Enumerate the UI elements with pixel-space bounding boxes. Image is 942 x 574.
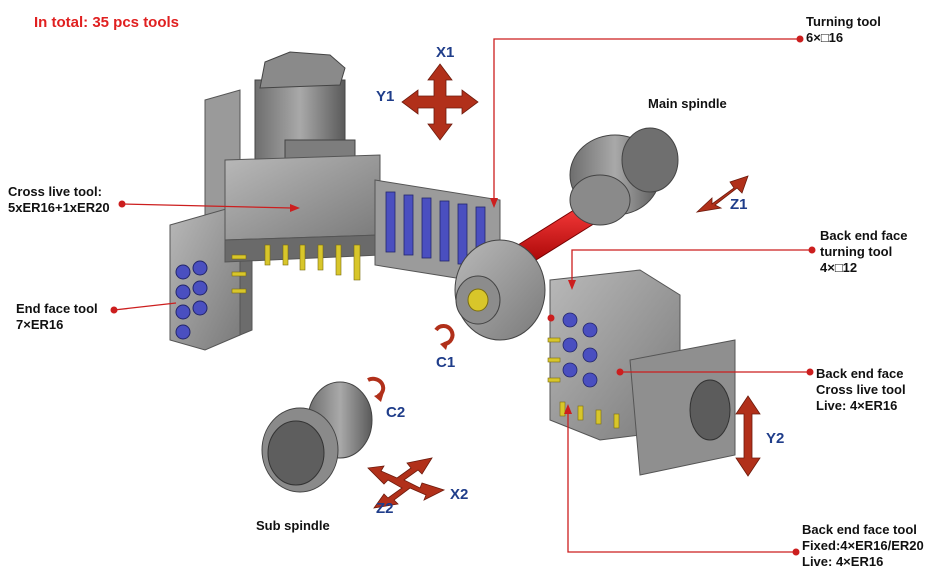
axis-x2: X2 [450, 486, 469, 503]
label-cross-live-tool-spec: 5xER16+1xER20 [8, 200, 110, 215]
axis-c2: C2 [386, 404, 406, 421]
label-turning-tool: Turning tool 6×□16 [806, 14, 881, 46]
label-end-face-tool-spec: 7×ER16 [16, 317, 64, 332]
axis-z1: Z1 [730, 196, 748, 213]
label-back-end-face-tool-l1: Back end face tool [802, 522, 917, 537]
axis-z2: Z2 [376, 500, 394, 517]
label-back-end-face-turning: Back end face turning tool 4×□12 [820, 228, 907, 276]
c1-rotation-icon [434, 324, 455, 350]
label-back-end-face-cross: Back end face Cross live tool Live: 4×ER… [816, 366, 906, 414]
label-end-face-tool: End face tool 7×ER16 [16, 301, 98, 333]
label-sub-spindle-name: Sub spindle [256, 518, 330, 533]
label-cross-live-tool: Cross live tool: 5xER16+1xER20 [8, 184, 110, 216]
x2-z2-arrow [367, 457, 446, 509]
c2-rotation-icon [367, 376, 386, 402]
z1-arrow [695, 175, 749, 213]
label-back-end-face-cross-spec: Live: 4×ER16 [816, 398, 898, 413]
label-turning-tool-spec: 6×□16 [806, 30, 844, 45]
callout-turning-tool [493, 38, 800, 200]
axis-y1: Y1 [376, 88, 395, 105]
callout-arrowheads [290, 198, 576, 414]
motion-arrows [367, 63, 761, 509]
callout-cross-live [121, 203, 293, 209]
sub-spindle [261, 381, 373, 493]
callout-back-turning [571, 249, 812, 280]
label-main-spindle: Main spindle [648, 96, 727, 112]
callout-lines [113, 38, 812, 553]
main-spindle [509, 127, 679, 271]
label-back-end-face-cross-l1: Back end face [816, 366, 904, 381]
label-sub-spindle: Sub spindle [256, 518, 330, 534]
axis-x1: X1 [436, 44, 455, 61]
label-cross-live-tool-name: Cross live tool: [8, 184, 102, 199]
axis-y2: Y2 [766, 430, 785, 447]
label-back-end-face-tool-fixed: Fixed:4×ER16/ER20 [802, 538, 924, 553]
label-main-spindle-name: Main spindle [648, 96, 727, 111]
callout-end-face [113, 302, 177, 311]
x1-y1-arrow [401, 63, 479, 141]
back-end-tool-block [547, 269, 736, 476]
label-end-face-tool-name: End face tool [16, 301, 98, 316]
total-tools-title: In total: 35 pcs tools [34, 14, 180, 31]
axis-c1: C1 [436, 354, 456, 371]
label-back-end-face-turning-l2: turning tool [820, 244, 893, 259]
callout-dots [110, 35, 816, 556]
tool-carrier-body [224, 154, 381, 294]
label-back-end-face-tool: Back end face tool Fixed:4×ER16/ER20 Liv… [802, 522, 924, 570]
label-turning-tool-name: Turning tool [806, 14, 881, 29]
label-back-end-face-turning-l1: Back end face [820, 228, 908, 243]
label-back-end-face-cross-l2: Cross live tool [816, 382, 906, 397]
label-back-end-face-turning-spec: 4×□12 [820, 260, 858, 275]
y2-arrow [735, 395, 761, 477]
label-back-end-face-tool-live: Live: 4×ER16 [802, 554, 884, 569]
callout-back-face [567, 412, 796, 553]
c1-disc [454, 239, 546, 341]
